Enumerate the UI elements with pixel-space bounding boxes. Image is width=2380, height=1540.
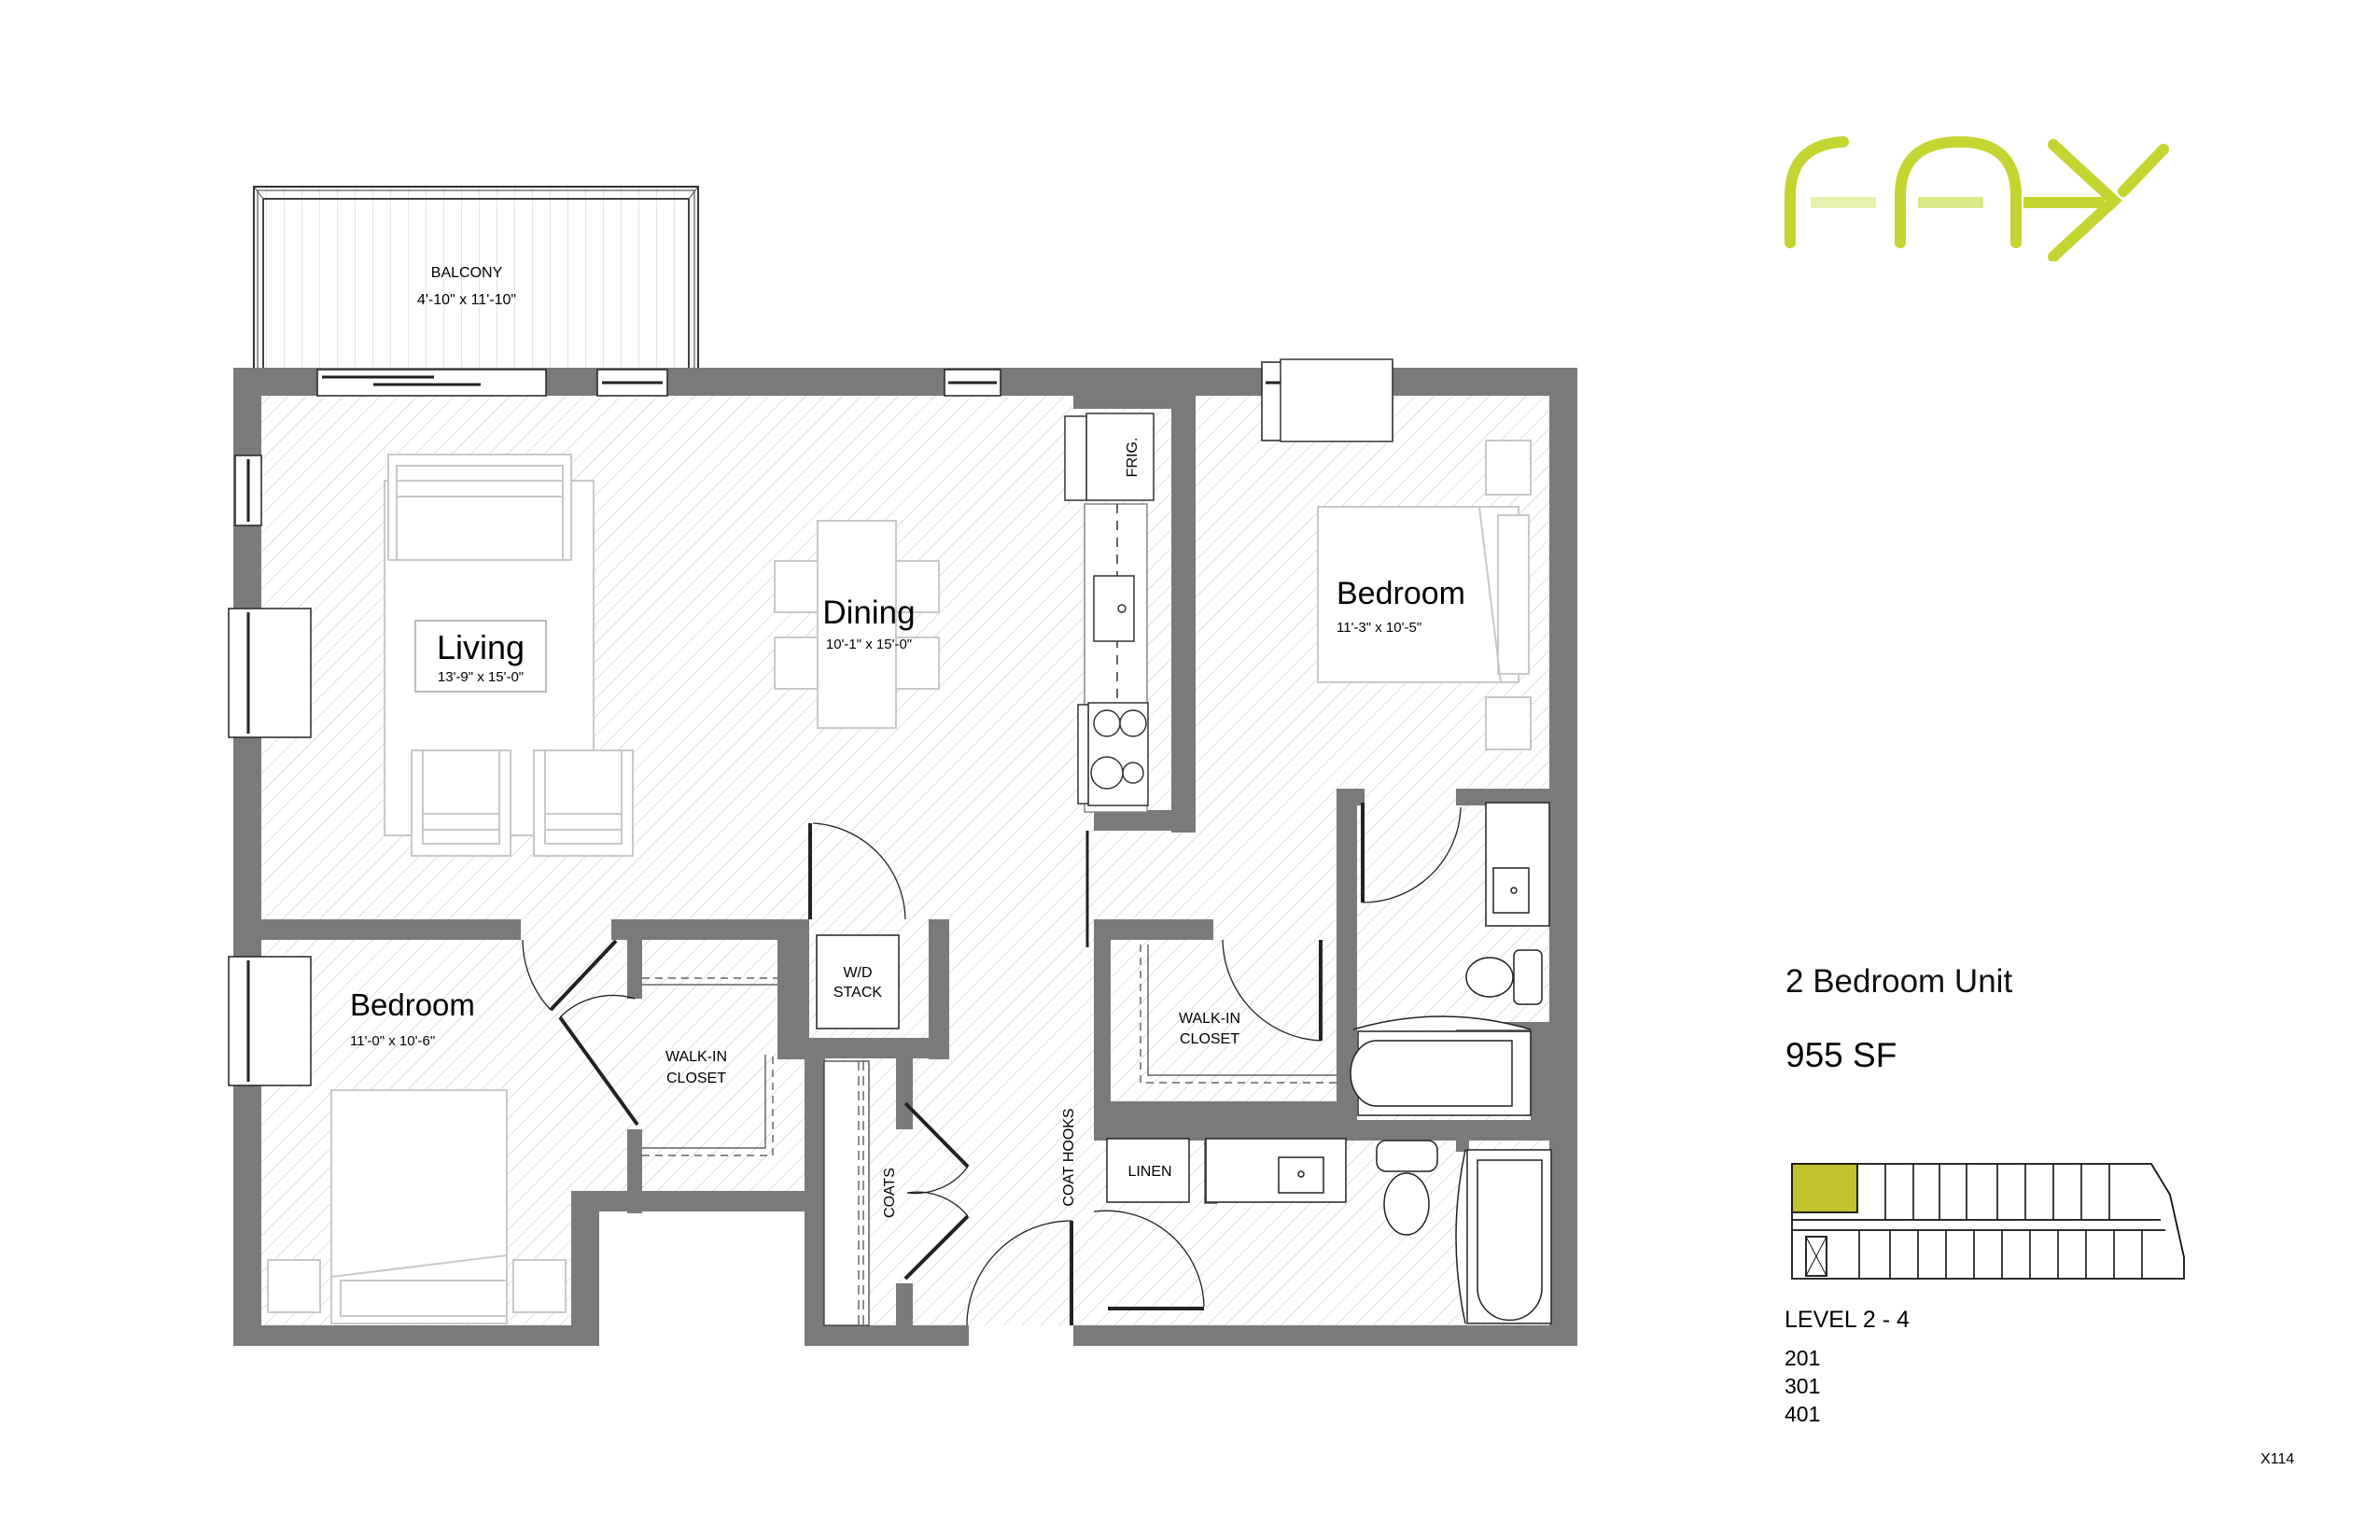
balcony: BALCONY 4'-10" x 11'-10": [253, 186, 699, 371]
unit-number: 401: [1785, 1402, 1821, 1426]
wd-label-1: W/D: [843, 965, 872, 981]
closet-shelves: [642, 945, 1337, 1326]
living-label: Living: [437, 628, 525, 666]
bedroom-2-furniture: [267, 1089, 567, 1324]
doors: [522, 803, 1462, 1326]
bedroom-2-dims: 11'-0" x 10'-6": [350, 1033, 435, 1049]
kitchen: [1064, 413, 1155, 813]
living-furniture: [384, 454, 634, 857]
unit-type: 2 Bedroom Unit: [1785, 963, 2013, 1000]
coat-hooks-label: COAT HOOKS: [1061, 1108, 1077, 1206]
linen-label: LINEN: [1127, 1164, 1171, 1180]
bathroom-2-fixtures: [1106, 1138, 1552, 1324]
bedroom-1-furniture: [1280, 358, 1532, 750]
bedroom-2-label: Bedroom: [350, 987, 475, 1022]
frig-label: FRIG.: [1125, 438, 1141, 478]
walk-in-1-label-2: CLOSET: [1180, 1031, 1239, 1047]
plan-code: X114: [2261, 1451, 2295, 1467]
ray-logo: [1785, 135, 2169, 261]
coats-label: COATS: [882, 1168, 898, 1218]
unit-number: 301: [1785, 1374, 1821, 1398]
walk-in-1-label-1: WALK-IN: [1179, 1011, 1240, 1027]
wd-stack: [816, 934, 900, 1029]
unit-number: 201: [1785, 1346, 1821, 1370]
living-dims: 13'-9" x 15'-0": [438, 669, 524, 685]
dining-dims: 10'-1" x 15'-0": [826, 637, 912, 652]
balcony-dims: 4'-10" x 11'-10": [417, 292, 516, 308]
dining-label: Dining: [822, 595, 915, 631]
key-plan: [1791, 1163, 2185, 1280]
bathroom-1-fixtures: [1350, 802, 1550, 1116]
bedroom-1-dims: 11'-3" x 10'-5": [1337, 620, 1421, 636]
unit-area: 955 SF: [1785, 1036, 1897, 1074]
level-label: LEVEL 2 - 4: [1785, 1307, 1910, 1333]
balcony-label: BALCONY: [431, 265, 503, 281]
walk-in-2-label-1: WALK-IN: [665, 1049, 727, 1065]
wd-label-2: STACK: [833, 985, 882, 1001]
bedroom-1-label: Bedroom: [1337, 576, 1465, 611]
unit-number-list: 201 301 401: [1785, 1344, 1820, 1428]
dining-furniture: [774, 520, 940, 729]
walk-in-2-label-2: CLOSET: [666, 1071, 726, 1086]
